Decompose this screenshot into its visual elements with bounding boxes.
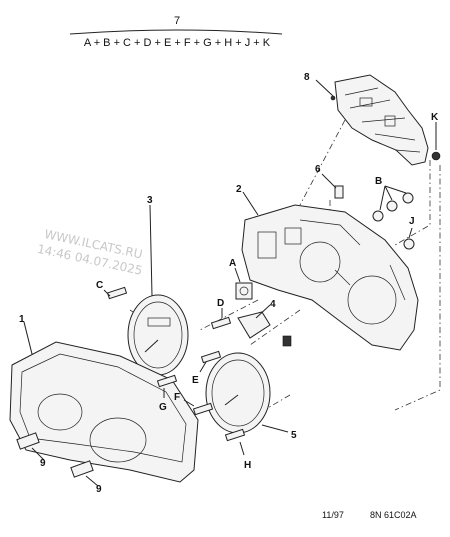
label-part-9b: 9 bbox=[96, 484, 102, 495]
bulb-j bbox=[403, 227, 415, 250]
housing-part-2 bbox=[241, 191, 419, 351]
gauge-part-5 bbox=[205, 352, 289, 434]
footer-date: 11/97 bbox=[322, 510, 344, 520]
pins-part-9 bbox=[16, 432, 99, 487]
label-part-2: 2 bbox=[236, 184, 242, 195]
label-f: F bbox=[174, 392, 180, 403]
screw-d bbox=[210, 308, 232, 330]
screw-e bbox=[199, 350, 222, 373]
label-part-4: 4 bbox=[270, 299, 276, 310]
label-part-9a: 9 bbox=[40, 458, 46, 469]
screw-g bbox=[156, 374, 178, 398]
label-a: A bbox=[229, 258, 236, 269]
label-g: G bbox=[159, 402, 167, 413]
label-e: E bbox=[192, 375, 199, 386]
header-brace bbox=[69, 29, 283, 35]
component-a bbox=[234, 267, 253, 300]
label-c: C bbox=[96, 280, 103, 291]
gauge-part-3 bbox=[127, 204, 189, 376]
label-part-6: 6 bbox=[315, 164, 321, 175]
rear-cover-part-8 bbox=[315, 74, 429, 166]
screw-k bbox=[431, 122, 441, 161]
watermark: WWW.ILCATS.RU 14:46 04.07.2025 bbox=[36, 227, 144, 278]
component-part-4 bbox=[237, 304, 292, 347]
label-d: D bbox=[217, 298, 224, 309]
label-part-3: 3 bbox=[147, 195, 153, 206]
header-number: 7 bbox=[174, 15, 180, 27]
header-sequence: A + B + C + D + E + F + G + H + J + K bbox=[84, 37, 271, 49]
bulbs-b bbox=[372, 185, 414, 222]
label-part-8: 8 bbox=[304, 72, 310, 83]
screw-c bbox=[103, 286, 128, 300]
label-part-5: 5 bbox=[291, 430, 297, 441]
screw-f bbox=[183, 399, 214, 416]
footer-code: 8N 61C02A bbox=[370, 510, 417, 520]
screw-h bbox=[224, 428, 246, 456]
label-k: K bbox=[431, 112, 439, 123]
bulb-part-6 bbox=[321, 173, 344, 199]
label-h: H bbox=[244, 460, 251, 471]
label-b: B bbox=[375, 176, 382, 187]
label-j: J bbox=[409, 216, 415, 227]
label-part-1: 1 bbox=[19, 314, 25, 325]
